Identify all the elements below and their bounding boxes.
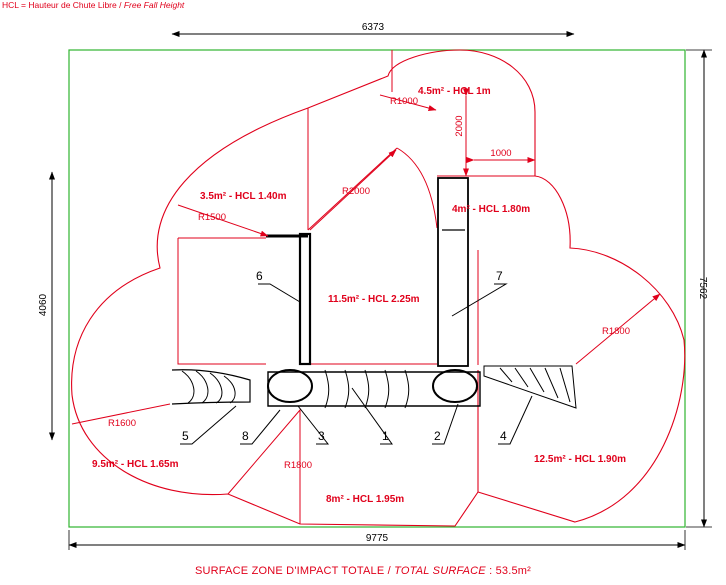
callout-6: 6 <box>256 269 263 283</box>
zone-label-4-5: 4.5m² - HCL 1m <box>418 86 491 97</box>
callout-5: 5 <box>182 429 189 443</box>
total-value: : 53.5m² <box>485 565 532 577</box>
callout-4: 4 <box>500 429 507 443</box>
tower-width-dimension: 1000 <box>490 148 511 159</box>
play-structure <box>171 177 577 409</box>
callout-8: 8 <box>242 429 249 443</box>
radius-label-r1000: R1000 <box>390 96 418 107</box>
callout-3: 3 <box>318 429 325 443</box>
callout-1: 1 <box>382 429 389 443</box>
impact-area-outline <box>71 49 686 527</box>
radius-label-r1500: R1500 <box>198 212 226 223</box>
zone-label-12-5: 12.5m² - HCL 1.90m <box>534 454 626 465</box>
bottom-width-dimension: 9775 <box>366 533 389 544</box>
tower-depth-dimension: 2000 <box>454 115 465 136</box>
total-prefix: SURFACE ZONE D'IMPACT TOTALE / <box>194 565 395 577</box>
free-fall-legend: HCL = Hauteur de Chute Libre / Free Fall… <box>2 0 184 10</box>
radius-label-r2000: R2000 <box>342 186 370 197</box>
zone-divider-1 <box>177 50 535 524</box>
zone-label-9-5: 9.5m² - HCL 1.65m <box>92 459 179 470</box>
site-boundary <box>68 49 686 528</box>
total-surface-caption: SURFACE ZONE D'IMPACT TOTALE / TOTAL SUR… <box>0 565 726 577</box>
radius-label-r1800-bottom: R1800 <box>284 460 312 471</box>
top-width-dimension: 6373 <box>362 22 385 33</box>
zone-label-4: 4m² - HCL 1.80m <box>452 204 530 215</box>
zone-label-8: 8m² - HCL 1.95m <box>326 494 404 505</box>
radius-label-r1600: R1600 <box>108 418 136 429</box>
right-height-dimension: 7562 <box>697 277 708 300</box>
legend-english: Free Fall Height <box>123 0 185 10</box>
legend-prefix: HCL = Hauteur de Chute Libre / <box>2 0 124 10</box>
zone-label-11-5: 11.5m² - HCL 2.25m <box>328 294 420 305</box>
left-height-dimension: 4060 <box>38 293 49 316</box>
callout-7: 7 <box>496 269 503 283</box>
radius-label-r1800-right: R1800 <box>602 326 630 337</box>
total-english: TOTAL SURFACE <box>394 565 486 577</box>
zone-label-3-5: 3.5m² - HCL 1.40m <box>200 191 287 202</box>
callout-2: 2 <box>434 429 441 443</box>
